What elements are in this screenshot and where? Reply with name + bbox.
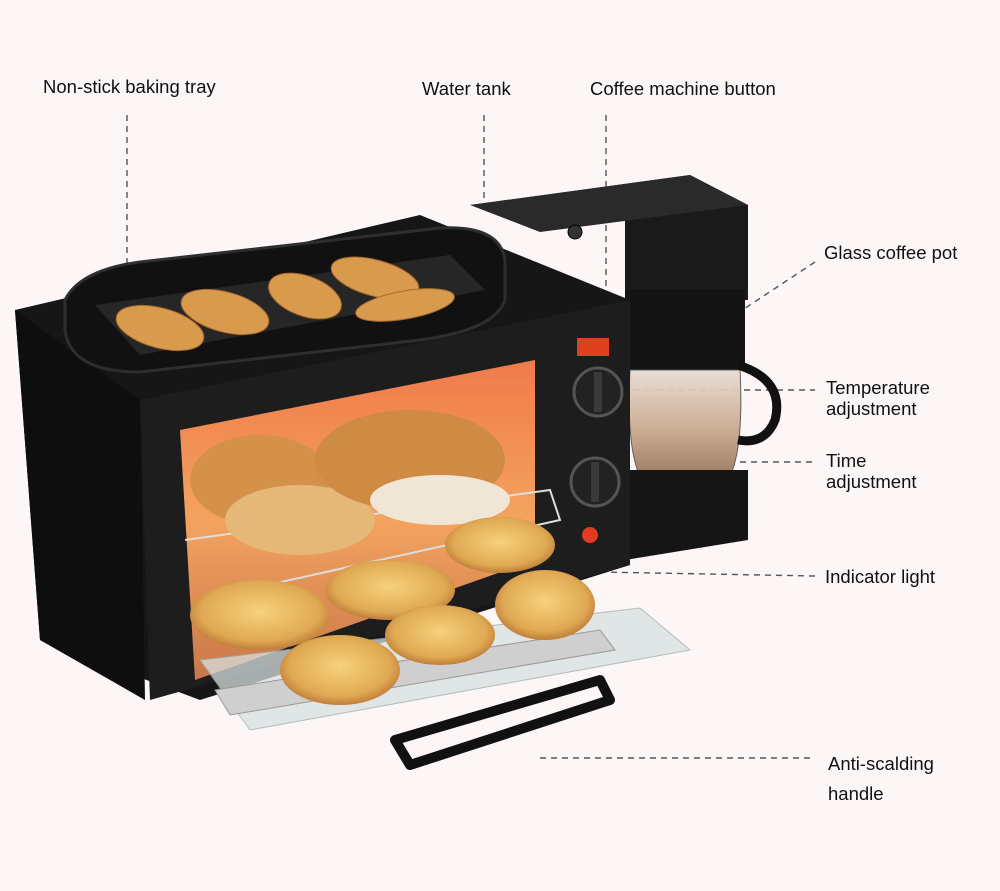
label-line: adjustment — [826, 398, 917, 419]
label-line: Time — [826, 450, 867, 471]
label-line: handle — [828, 783, 884, 804]
label-line: Temperature — [826, 377, 930, 398]
indicator-light — [582, 527, 598, 543]
baking-tray — [63, 226, 507, 374]
pastries — [190, 410, 555, 650]
label-line: Anti-scalding — [828, 753, 934, 774]
oven-door — [199, 570, 692, 770]
coffee-machine-button — [577, 338, 609, 356]
anti-scalding-handle — [390, 675, 615, 770]
label-line: adjustment — [826, 471, 917, 492]
label-coffee-pot: Glass coffee pot — [824, 242, 958, 263]
label-indicator: Indicator light — [825, 566, 936, 587]
label-water-tank: Water tank — [422, 78, 511, 99]
label-coffee-button: Coffee machine button — [590, 78, 776, 99]
label-time: Time adjustment — [826, 450, 917, 492]
label-handle: Anti-scalding handle — [828, 749, 934, 809]
label-baking-tray: Non-stick baking tray — [43, 76, 216, 97]
label-temperature: Temperature adjustment — [826, 377, 930, 419]
control-panel — [569, 338, 624, 543]
coffee-maker — [470, 175, 782, 560]
